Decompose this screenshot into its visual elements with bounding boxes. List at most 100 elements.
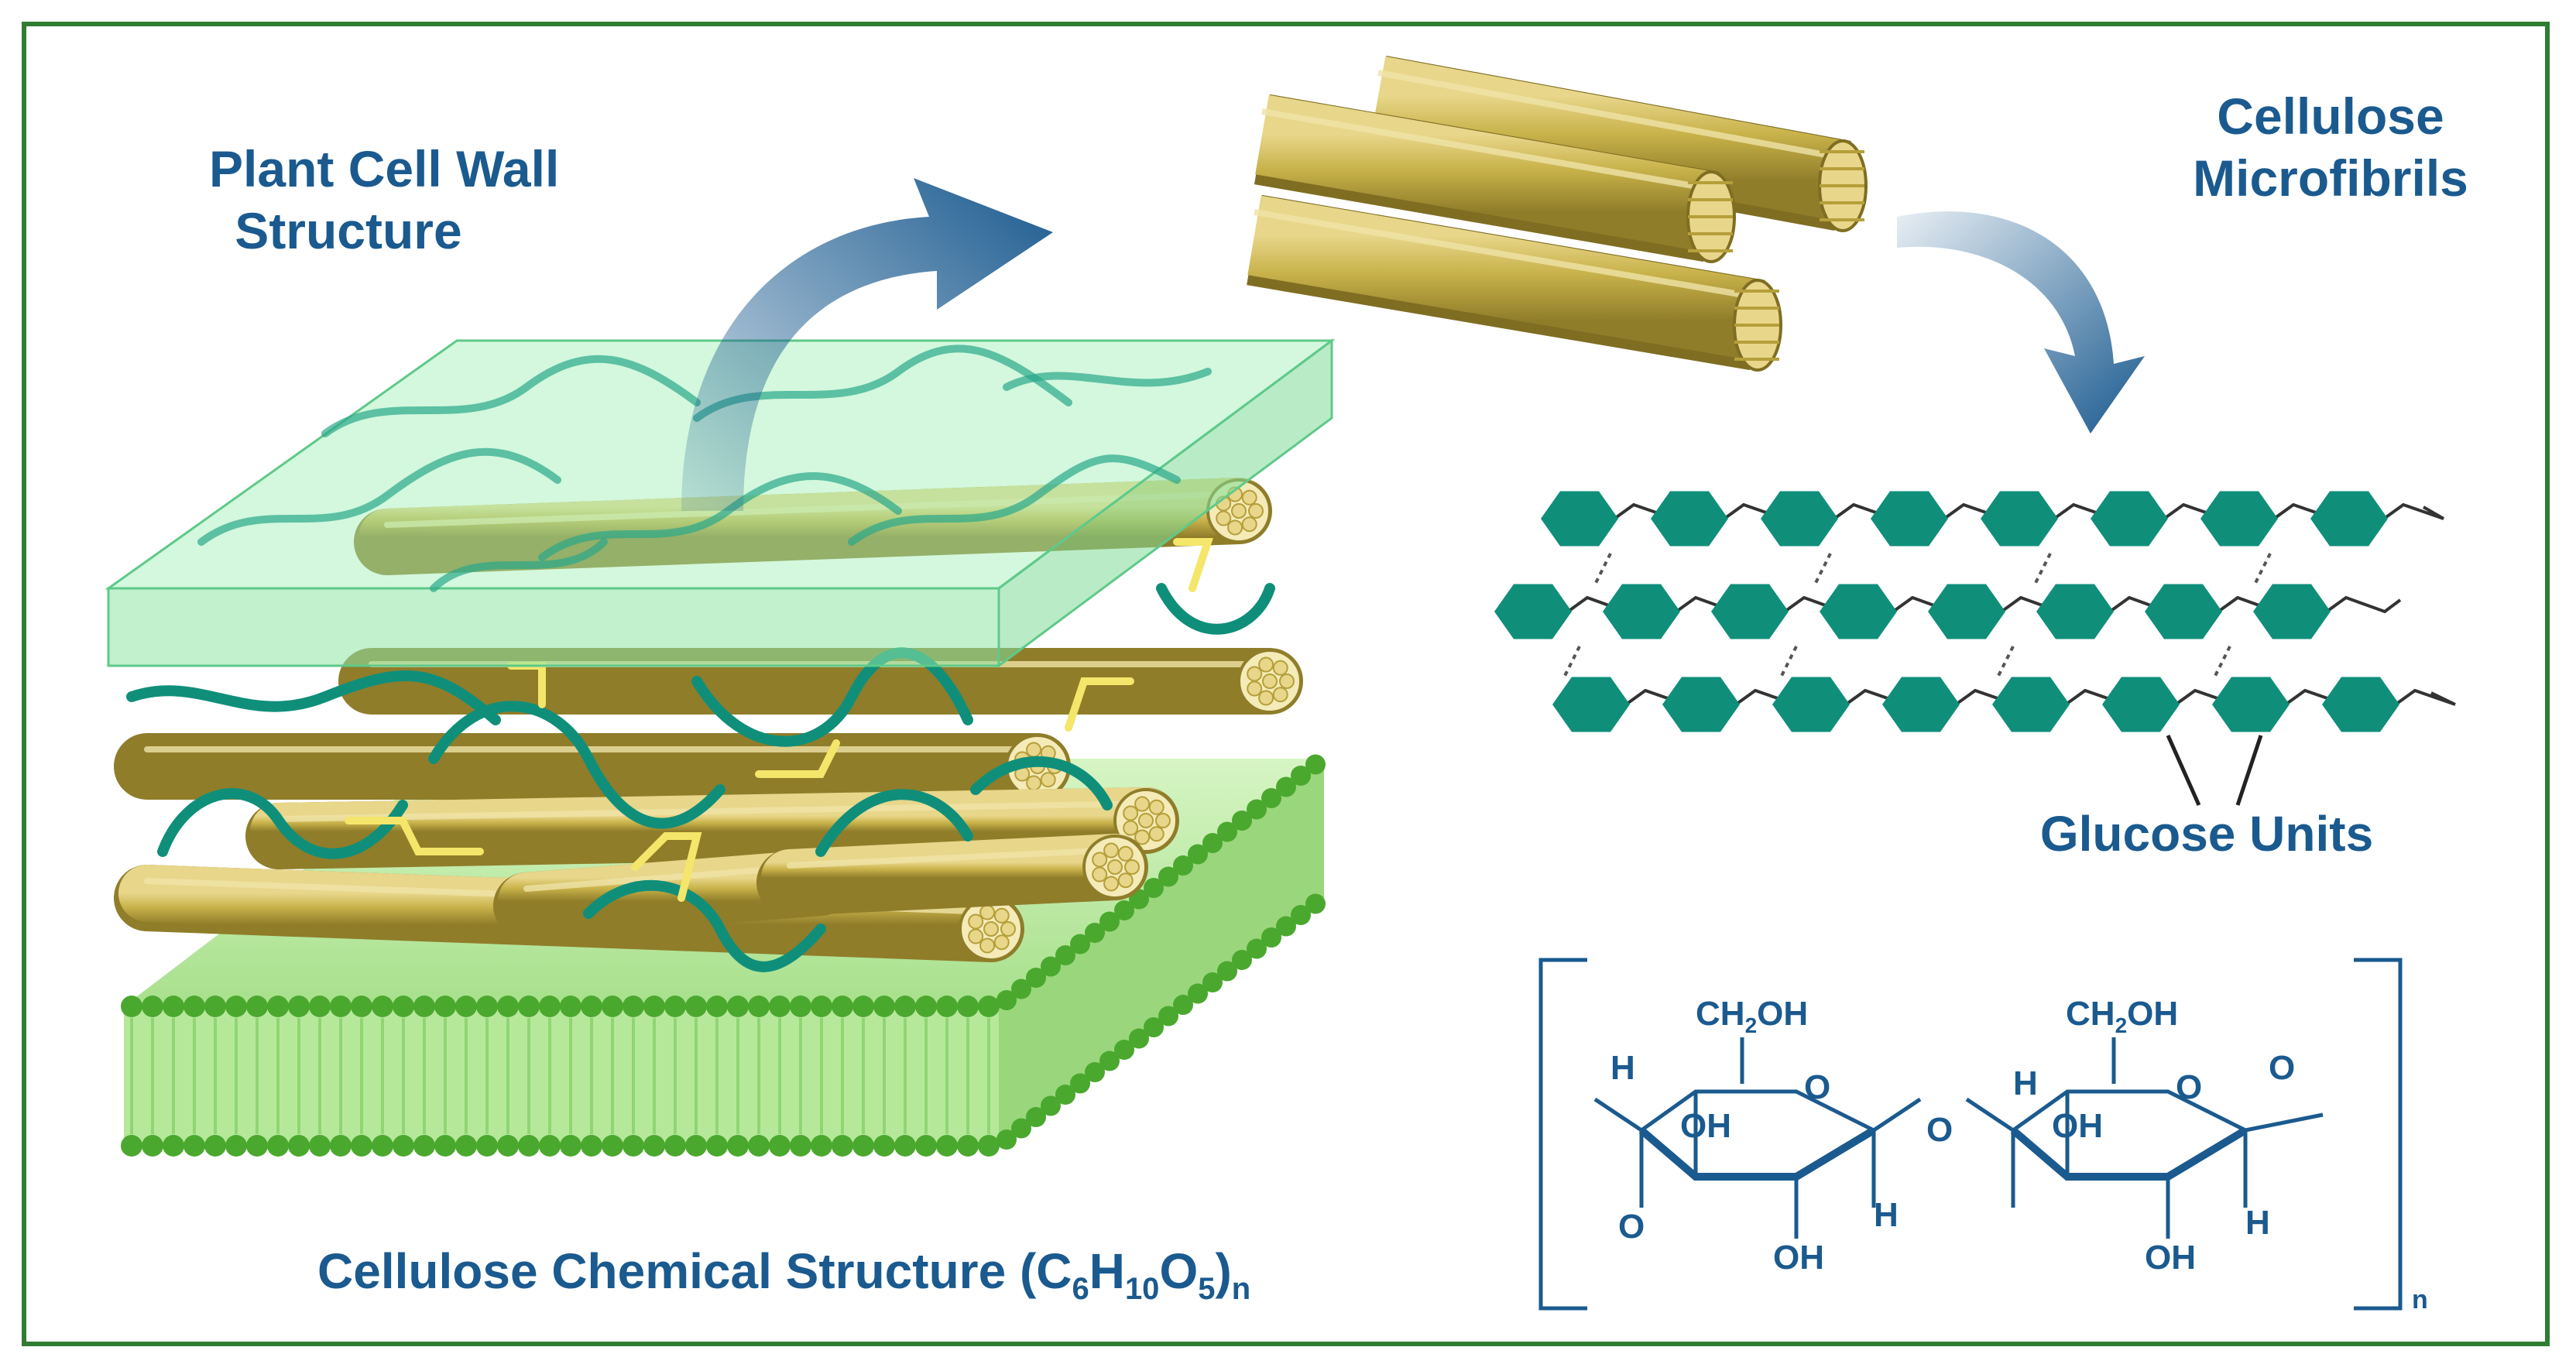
- membrane-head: [455, 996, 477, 1017]
- membrane-head: [769, 1135, 791, 1157]
- membrane-head: [1158, 1006, 1178, 1027]
- chem-oh-bottom-2: OH: [2145, 1239, 2196, 1277]
- membrane-head: [873, 996, 895, 1017]
- membrane-head: [204, 996, 226, 1017]
- membrane-head: [476, 996, 498, 1017]
- glucose-unit: [1761, 491, 1838, 547]
- title-cellulose-microfibrils: Cellulose Microfibrils: [2168, 85, 2493, 209]
- cellulose-fiber-body: [761, 834, 1144, 907]
- fibril-strand: [1148, 799, 1165, 815]
- membrane-head: [1261, 927, 1281, 948]
- membrane-head: [957, 996, 979, 1017]
- membrane-head: [121, 996, 142, 1017]
- fibril-strand: [1117, 845, 1134, 862]
- microfibril-bundle: [1247, 55, 1868, 372]
- membrane-head: [434, 1135, 456, 1157]
- membrane-head: [936, 1135, 958, 1157]
- glucose-unit: [2322, 677, 2399, 732]
- cellulose-fiber-highlight: [276, 800, 1149, 822]
- glucose-unit: [1820, 584, 1897, 639]
- chem-h-2: H: [2013, 1064, 2038, 1102]
- membrane-head: [142, 996, 163, 1017]
- membrane-head: [1232, 950, 1252, 970]
- membrane-head: [936, 996, 958, 1017]
- fibril-strand: [1231, 503, 1247, 519]
- membrane-head: [225, 1135, 247, 1157]
- label-chemical-formula: Cellulose Chemical Structure (C6H10O5)n: [317, 1242, 1479, 1307]
- arrow-to-glucose-chains: [1897, 211, 2145, 434]
- membrane-head: [581, 1135, 602, 1157]
- membrane-head: [372, 996, 393, 1017]
- fibril-strand: [1123, 805, 1139, 821]
- fibril-strand: [1248, 503, 1264, 519]
- membrane-head: [873, 1135, 895, 1157]
- membrane-head: [852, 996, 874, 1017]
- membrane-head: [643, 1135, 665, 1157]
- fibril-strand: [983, 921, 999, 937]
- membrane-head: [1173, 995, 1193, 1015]
- membrane-head: [685, 996, 707, 1017]
- membrane-head: [184, 1135, 205, 1157]
- glucose-unit: [1662, 677, 1740, 732]
- fibril-strand: [1216, 510, 1232, 526]
- membrane-head: [769, 996, 791, 1017]
- membrane-head: [1055, 945, 1075, 965]
- membrane-head: [790, 1135, 811, 1157]
- membrane-head: [1188, 844, 1208, 865]
- membrane-head: [748, 996, 770, 1017]
- arrow-to-microfibrils: [681, 178, 1053, 511]
- membrane-head: [330, 1135, 352, 1157]
- glucose-unit: [1541, 491, 1618, 547]
- membrane-head: [894, 1135, 916, 1157]
- membrane-head: [727, 1135, 749, 1157]
- fibril-strand: [993, 907, 1010, 924]
- glucose-unit: [1711, 584, 1789, 639]
- membrane-head: [581, 996, 602, 1017]
- membrane-head: [225, 996, 247, 1017]
- membrane-head: [664, 996, 686, 1017]
- membrane-head: [288, 996, 310, 1017]
- formula-n-subscript: n: [1231, 1271, 1251, 1306]
- fibril-strand: [1247, 680, 1263, 697]
- membrane-head: [1070, 1073, 1090, 1094]
- fibril-strand: [1247, 666, 1263, 682]
- membrane-head: [852, 1135, 874, 1157]
- formula-c-subscript: 6: [1072, 1271, 1089, 1306]
- membrane-head: [1011, 1118, 1031, 1139]
- membrane-head: [978, 996, 1000, 1017]
- label-glucose-units: Glucose Units: [2039, 806, 2374, 862]
- membrane-head: [372, 1135, 393, 1157]
- fibril-strand: [1241, 489, 1257, 506]
- membrane-head: [1291, 905, 1311, 925]
- chem-ch2oh-2: CH2OH: [2066, 995, 2178, 1038]
- membrane-head: [727, 996, 749, 1017]
- fibril-strand: [1107, 859, 1123, 875]
- membrane-head: [1305, 754, 1326, 775]
- membrane-head: [811, 996, 832, 1017]
- membrane-head: [413, 996, 435, 1017]
- membrane-head: [1099, 1051, 1120, 1071]
- fibril-strand: [1103, 842, 1120, 859]
- glucose-unit: [2036, 584, 2114, 639]
- chem-oh-ring-1: OH: [1680, 1107, 1731, 1145]
- membrane-head: [811, 1135, 832, 1157]
- fibril-strand: [979, 937, 996, 954]
- membrane-head: [978, 1135, 1000, 1157]
- membrane-head: [996, 990, 1017, 1010]
- chem-sub-2: 2: [2115, 1013, 2128, 1037]
- glucose-unit: [1772, 677, 1850, 732]
- fibril-strand: [1258, 656, 1274, 673]
- membrane-head: [184, 996, 205, 1017]
- fibril-strand: [1124, 859, 1140, 875]
- chem-repeat-n: n: [2412, 1285, 2428, 1314]
- formula-o: O: [1159, 1243, 1199, 1299]
- membrane-head: [560, 1135, 581, 1157]
- membrane-head: [915, 996, 937, 1017]
- chem-o-left: O: [1618, 1208, 1645, 1246]
- title-microfibrils-line1: Cellulose: [2217, 87, 2444, 145]
- membrane-head: [1099, 911, 1120, 932]
- membrane-head: [267, 996, 289, 1017]
- fibril-strand: [1138, 813, 1154, 828]
- formula-close: ): [1215, 1243, 1232, 1299]
